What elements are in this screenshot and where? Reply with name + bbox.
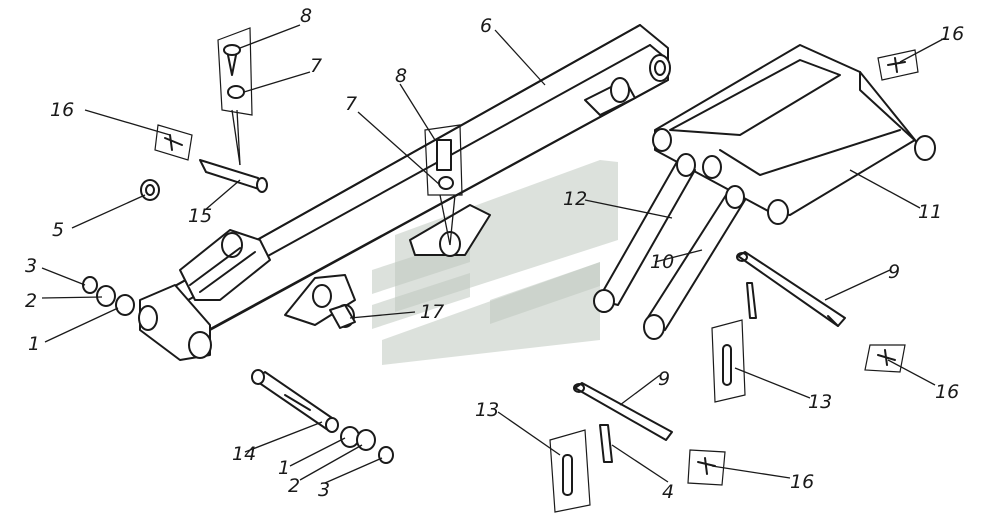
callout-5: 5: [52, 219, 64, 241]
callout-14: 14: [232, 443, 256, 465]
lock-clip-16-bottom: [687, 449, 726, 486]
link-12: [593, 153, 722, 313]
link-10: [643, 185, 746, 340]
callout-2-bottom: 2: [288, 475, 300, 497]
callout-1-left: 1: [28, 333, 40, 355]
callout-13-bottom: 13: [475, 399, 499, 421]
callout-17: 17: [420, 301, 444, 323]
pin-15: [199, 159, 268, 193]
callout-13-right: 13: [808, 391, 832, 413]
boom-arm: [138, 24, 671, 361]
callout-7-upper: 7: [310, 55, 322, 77]
rod-9-bottom: [573, 382, 673, 441]
lock-clip-16-left: [154, 124, 193, 161]
washer-5: [140, 179, 160, 201]
callout-3-bottom: 3: [318, 479, 330, 501]
callout-4: 4: [662, 481, 674, 503]
callout-3-left: 3: [25, 255, 37, 277]
callout-1-bottom: 1: [278, 457, 290, 479]
callout-2-left: 2: [25, 290, 37, 312]
callout-10: 10: [650, 251, 674, 273]
callout-8-upper: 8: [300, 5, 312, 27]
callout-16-bottom: 16: [790, 471, 814, 493]
bolt-nut-upper: [217, 27, 253, 166]
plate-13-right: [711, 282, 757, 403]
lock-clip-16-right: [864, 344, 906, 373]
rod-9-right: [736, 251, 846, 327]
callouts: 8 7 16 5 15 3 2 1 6 8 7 12 17 10 11 16 9…: [25, 5, 964, 503]
callout-16-left: 16: [50, 99, 74, 121]
callout-7-middle: 7: [345, 93, 357, 115]
callout-9-bottom: 9: [658, 368, 670, 390]
frame-11: [652, 44, 936, 225]
callout-16-right: 16: [935, 381, 959, 403]
callout-15: 15: [188, 205, 212, 227]
callout-8-middle: 8: [395, 65, 407, 87]
callout-9-right: 9: [888, 261, 900, 283]
cylinder-14: [251, 369, 339, 433]
callout-12: 12: [563, 188, 587, 210]
lock-clip-16-top: [877, 49, 919, 81]
plate-13-bottom: [549, 424, 613, 513]
washer-set-bottom: [340, 426, 394, 464]
bolt-nut-middle: [424, 124, 463, 246]
washer-set-left: [82, 276, 135, 316]
leader-lines: [41, 24, 946, 484]
callout-11: 11: [918, 201, 942, 223]
watermark-logo: [372, 160, 618, 365]
bushing-17: [329, 304, 356, 329]
callout-16-top: 16: [940, 23, 964, 45]
callout-6: 6: [480, 15, 492, 37]
